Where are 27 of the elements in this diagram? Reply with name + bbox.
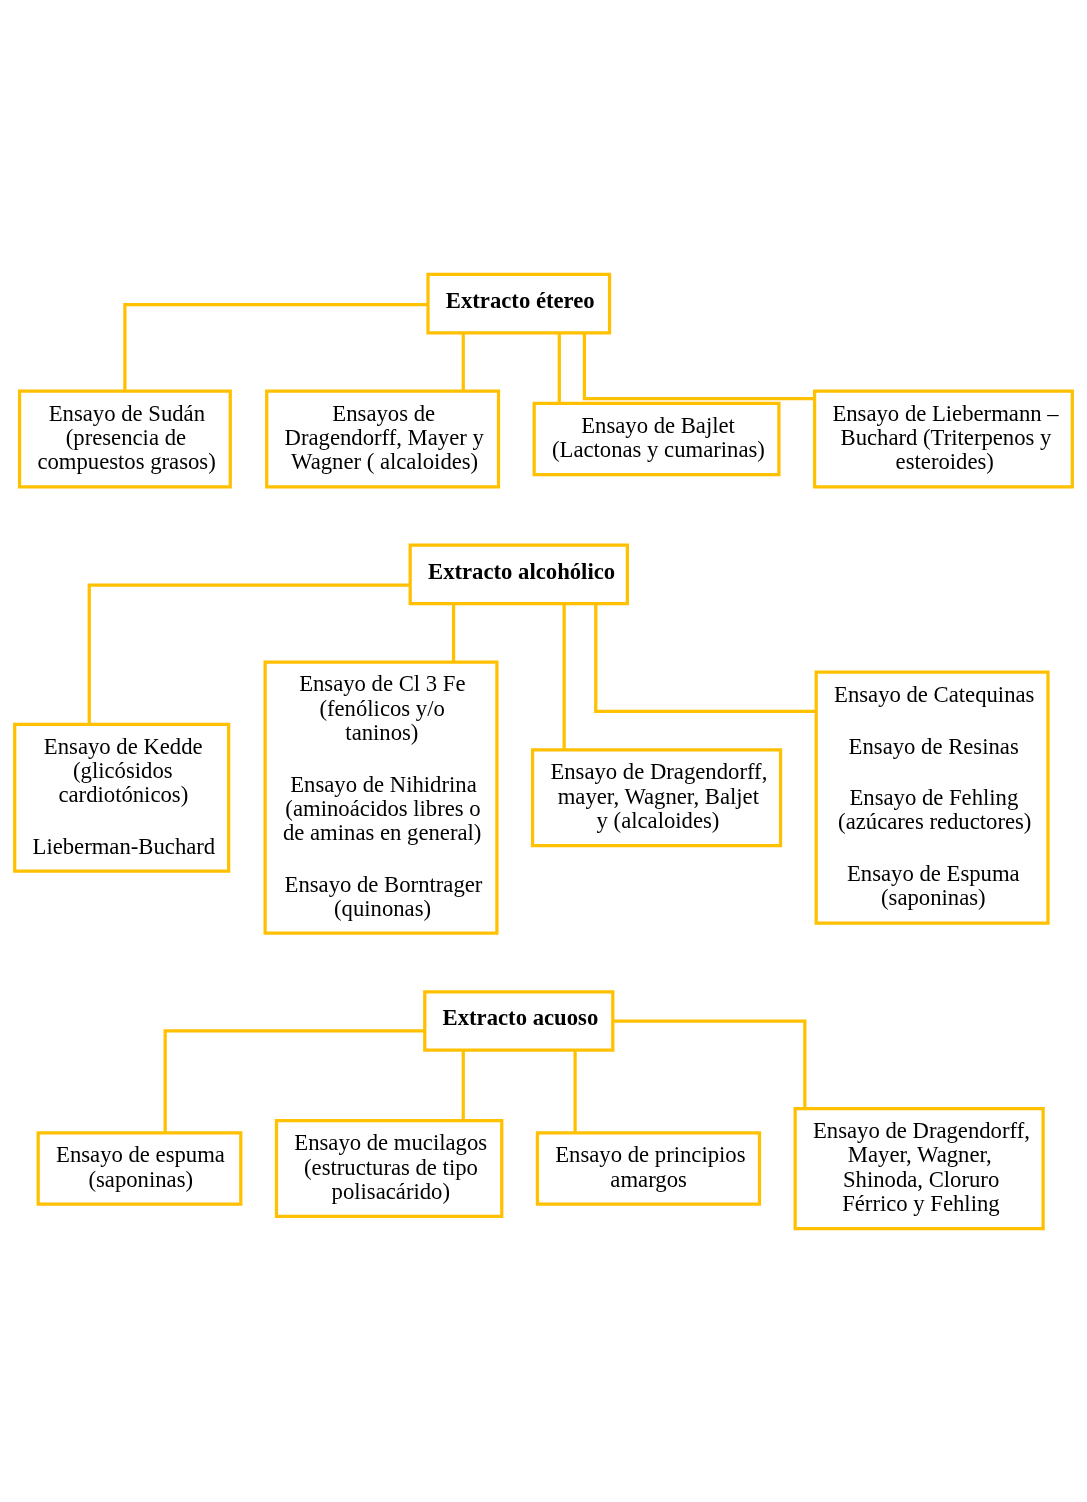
connector (451, 603, 456, 662)
node-box: Ensayo de Cl 3 Fe (fenólicos y/o taninos) Ensayo de Nihidrina (aminoácidos libres o de aminas en general) Ensayo de Borntrager (quinonas) (263, 660, 499, 935)
node-box: Ensayo de Catequinas Ensayo de Resinas Ensayo de Fehling (azúcares reductores) Ensayo de Espuma (saponinas) (814, 670, 1050, 925)
connector (461, 1050, 465, 1120)
node-box: Extracto alcohólico (408, 543, 629, 605)
node-box: Ensayos de Dragendorff, Mayer y Wagner ( alcaloides) (265, 389, 501, 488)
node-box: Ensayo de Bajlet (Lactonas y cumarinas) (532, 401, 781, 476)
node-box: Ensayo de espuma (saponinas) (36, 1130, 243, 1206)
node-box: Extracto étereo (426, 272, 612, 334)
connector (613, 1018, 807, 1109)
connector (594, 603, 816, 713)
node-box: Extracto acuoso (423, 989, 615, 1052)
connector (582, 332, 815, 400)
connector (123, 302, 428, 390)
node-box: Ensayo de Kedde (glicósidos cardiotónicos) Lieberman-Buchard (13, 722, 231, 873)
node-box: Ensayo de Dragendorff, Mayer, Wagner, Shinoda, Cloruro Férrico y Fehling (793, 1106, 1045, 1230)
connector (573, 1050, 577, 1132)
node-box: Ensayo de Sudán (presencia de compuestos grasos) (17, 389, 232, 488)
connector (163, 1028, 425, 1132)
connector (87, 582, 410, 724)
connector (461, 332, 465, 391)
connector (562, 603, 566, 750)
node-box: Ensayo de mucilagos (estructuras de tipo polisacárido) (274, 1118, 504, 1218)
connector (557, 332, 561, 403)
node-box: Ensayo de Dragendorff, mayer, Wagner, Baljet y (alcaloides) (530, 747, 783, 847)
node-box: Ensayo de principios amargos (535, 1130, 762, 1206)
node-box: Ensayo de Liebermann – Buchard (Triterpenos y esteroides) (812, 389, 1074, 488)
